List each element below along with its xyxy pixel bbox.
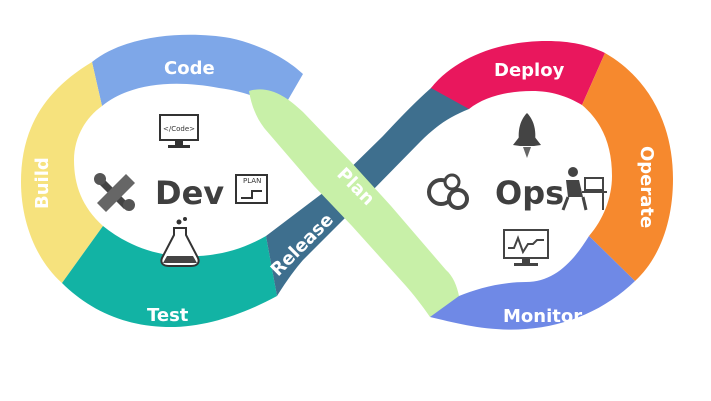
segment-test	[62, 226, 277, 328]
ops-title: Ops	[495, 174, 564, 212]
segment-plan	[249, 89, 459, 318]
operator-icon	[561, 167, 607, 211]
deploy-label: Deploy	[494, 60, 565, 81]
test-label: Test	[147, 305, 189, 326]
segment-build	[21, 62, 103, 283]
code-label: Code	[164, 58, 215, 79]
dev-title: Dev	[155, 174, 224, 212]
rocket-icon	[513, 113, 541, 158]
monitor-graph-icon	[503, 229, 549, 266]
build-label: Build	[32, 157, 53, 209]
plan-icon-text: PLAN	[243, 177, 261, 185]
code-icon-text: </Code>	[163, 125, 195, 133]
code-monitor-icon: </Code>	[159, 114, 199, 148]
flask-icon	[160, 217, 200, 267]
segment-monitor	[430, 236, 635, 330]
monitor-label: Monitor	[503, 306, 582, 327]
gears-icon	[427, 173, 469, 210]
plan-icon: PLAN	[235, 174, 268, 204]
segment-operate	[582, 53, 673, 281]
tools-icon	[94, 173, 135, 212]
operate-label: Operate	[636, 146, 657, 228]
segment-release	[266, 58, 484, 296]
segment-deploy	[431, 41, 605, 109]
infinity-segments	[21, 34, 673, 330]
